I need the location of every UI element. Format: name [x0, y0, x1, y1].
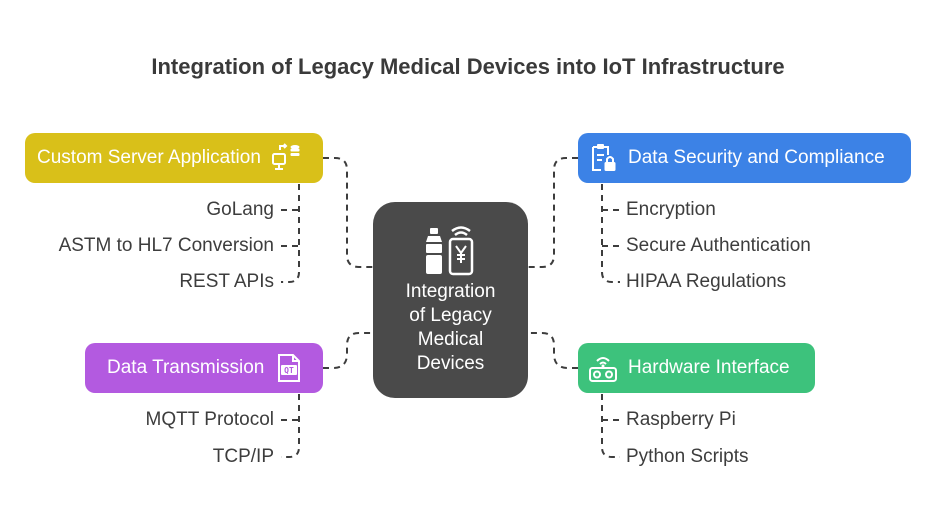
custom-server-item-1: GoLang — [206, 199, 274, 220]
custom-server-label: Custom Server Application — [37, 147, 261, 168]
leaf-connector-custom-server — [281, 184, 300, 283]
data-security-label: Data Security and Compliance — [628, 147, 885, 168]
data-security-branch: Data Security and Compliance — [578, 133, 911, 183]
custom-server-item-3: REST APIs — [179, 271, 274, 292]
data-security-item-2: Secure Authentication — [626, 235, 811, 256]
data-security-item-3: HIPAA Regulations — [626, 271, 787, 292]
medical-device-phone-icon — [421, 224, 481, 281]
leaf-connector-data-security — [601, 184, 620, 283]
hardware-interface-branch: Hardware Interface — [578, 343, 815, 393]
connector-data-security — [528, 157, 578, 268]
hardware-interface-item-2: Python Scripts — [626, 446, 749, 467]
central-label-line-1: Integration — [405, 281, 496, 302]
svg-text:QT: QT — [285, 366, 295, 375]
central-topic-node: Integration of Legacy Medical Devices — [373, 202, 528, 398]
data-transmission-label: Data Transmission — [107, 357, 265, 378]
leaf-connector-data-transmission — [281, 394, 300, 458]
connector-custom-server — [323, 157, 373, 268]
qt-document-icon: QT — [276, 353, 302, 383]
wireless-device-icon — [588, 352, 618, 384]
connector-hardware-interface — [528, 332, 578, 369]
diagram-title: Integration of Legacy Medical Devices in… — [151, 54, 785, 79]
data-transmission-item-1: MQTT Protocol — [145, 409, 274, 430]
data-transmission-branch: Data Transmission QT — [85, 343, 323, 393]
central-topic-label: Integration of Legacy Medical Devices — [373, 280, 528, 376]
leaf-connector-hardware-interface — [601, 394, 620, 458]
server-transfer-icon — [271, 142, 301, 174]
data-security-item-1: Encryption — [626, 199, 716, 220]
central-label-line-4: Devices — [416, 353, 485, 374]
hardware-interface-label: Hardware Interface — [628, 357, 790, 378]
hardware-interface-item-1: Raspberry Pi — [626, 409, 736, 430]
data-transmission-item-2: TCP/IP — [212, 446, 274, 467]
connector-data-transmission — [323, 332, 373, 369]
central-label-line-2: of Legacy — [409, 305, 492, 326]
clipboard-lock-icon — [588, 142, 618, 174]
central-label-line-3: Medical — [417, 329, 484, 350]
custom-server-branch: Custom Server Application — [25, 133, 323, 183]
custom-server-item-2: ASTM to HL7 Conversion — [58, 235, 274, 256]
